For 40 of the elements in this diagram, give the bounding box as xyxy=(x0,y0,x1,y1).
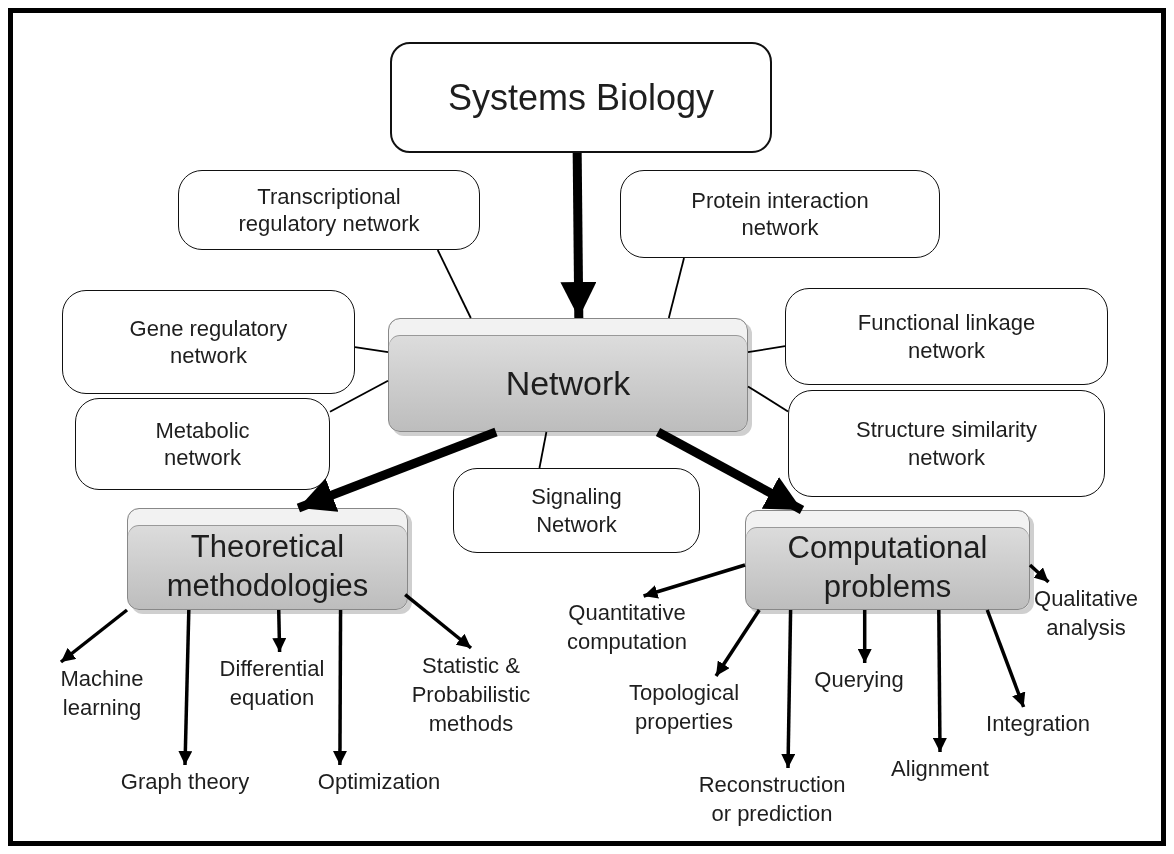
arrow xyxy=(59,608,129,664)
method-label: Integration xyxy=(966,707,1110,739)
arrow xyxy=(272,609,287,653)
method-label: Differential equation xyxy=(196,652,348,714)
arrow xyxy=(178,609,193,766)
callout-line xyxy=(329,379,389,413)
callout-line xyxy=(747,385,789,413)
arrow xyxy=(404,593,473,650)
callout-line xyxy=(538,431,548,469)
arrow xyxy=(781,609,796,769)
method-label: Quantitative computation xyxy=(544,596,710,658)
arrow xyxy=(932,610,947,752)
callout-bubble: Signaling Network xyxy=(453,468,700,553)
arrow xyxy=(332,610,347,765)
arrow xyxy=(857,610,872,663)
method-label: Statistic & Probabilistic methods xyxy=(401,648,541,741)
method-label: Querying xyxy=(802,663,916,695)
callout-bubble: Gene regulatory network xyxy=(62,290,355,394)
title-box: Systems Biology xyxy=(390,42,772,153)
callout-line xyxy=(354,346,389,354)
callout-line xyxy=(667,257,685,319)
callout-bubble: Transcriptional regulatory network xyxy=(178,170,480,250)
callout-bubble: Protein interaction network xyxy=(620,170,940,258)
method-label: Topological properties xyxy=(604,676,764,738)
method-label: Machine learning xyxy=(48,662,156,724)
arrow xyxy=(1028,563,1050,584)
method-label: Graph theory xyxy=(95,765,275,797)
method-label: Optimization xyxy=(294,765,464,797)
callout-bubble: Structure similarity network xyxy=(788,390,1105,497)
callout-bubble: Functional linkage network xyxy=(785,288,1108,385)
arrow xyxy=(714,609,761,677)
method-label: Alignment xyxy=(878,752,1002,784)
callout-line xyxy=(436,249,472,319)
arrow xyxy=(560,152,597,319)
method-label: Reconstruction or prediction xyxy=(692,768,852,830)
arrow xyxy=(643,563,746,599)
callout-bubble: Metabolic network xyxy=(75,398,330,490)
callout-line xyxy=(747,345,786,354)
arrow xyxy=(985,609,1026,708)
arrow xyxy=(655,428,805,514)
